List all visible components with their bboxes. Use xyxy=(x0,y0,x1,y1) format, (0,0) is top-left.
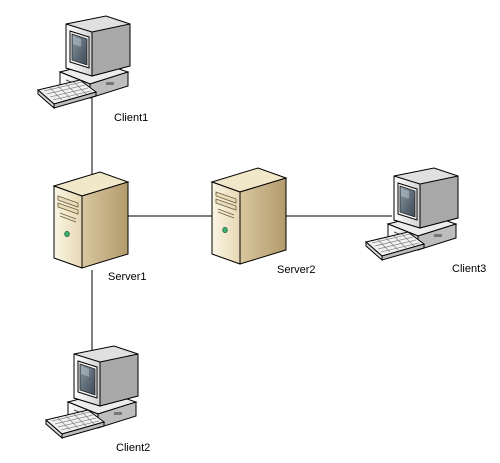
connections xyxy=(91,96,392,354)
client1-label: Client1 xyxy=(114,112,149,124)
server2-label: Server2 xyxy=(277,264,316,276)
client1-computer-icon[interactable] xyxy=(37,15,131,109)
server1-tower-icon[interactable] xyxy=(53,171,129,269)
client3-label: Client3 xyxy=(452,263,487,275)
server1-label: Server1 xyxy=(108,271,147,283)
client2-label: Client2 xyxy=(116,442,151,454)
server2-tower-icon[interactable] xyxy=(211,167,287,265)
client2-computer-icon[interactable] xyxy=(45,345,139,439)
client3-computer-icon[interactable] xyxy=(365,167,459,261)
